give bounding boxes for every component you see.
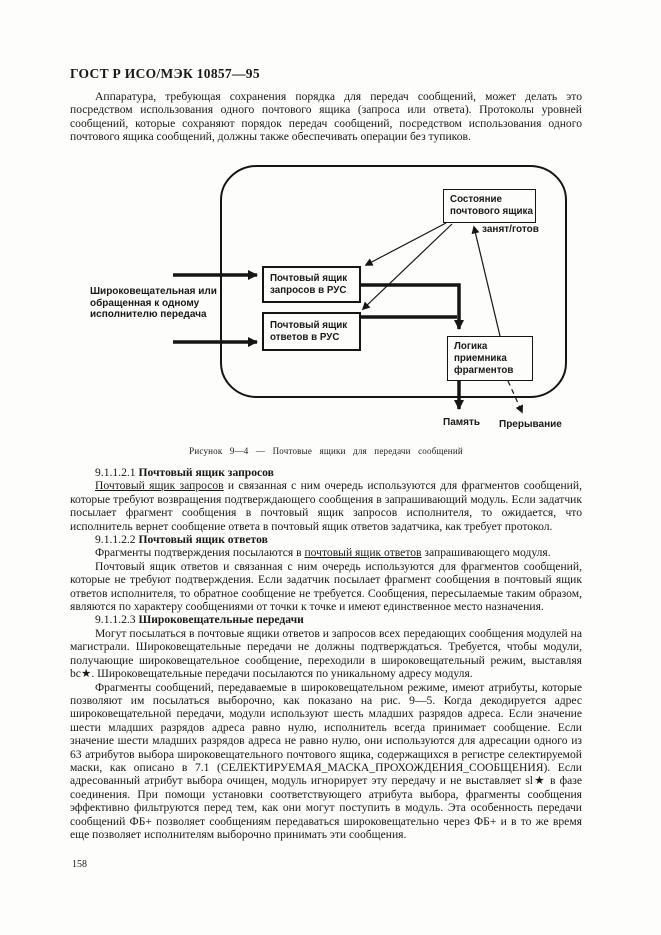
intro-paragraph: Аппаратура, требующая сохранения порядка… — [70, 90, 582, 144]
text-run: запрашивающего модуля. — [421, 546, 551, 560]
section-title: Почтовый ящик запросов — [138, 466, 274, 479]
label-busy-ready: занят/готов — [482, 224, 539, 235]
body-paragraph: Фрагменты сообщений, передаваемые в широ… — [70, 681, 582, 842]
box-mailbox-status: Состояние почтового ящика — [443, 189, 536, 223]
body-paragraph: Фрагменты подтверждения посылаются в поч… — [70, 546, 582, 559]
box-response-mailbox: Почтовый ящик ответов в РУС — [262, 312, 361, 351]
box-request-mailbox: Почтовый ящик запросов в РУС — [262, 266, 361, 303]
body-paragraph: Могут посылаться в почтовые ящики ответо… — [70, 627, 582, 681]
box-fragment-logic: Логика приемника фрагментов — [447, 336, 533, 381]
figure-caption: Рисунок 9—4 — Почтовые ящики для передач… — [189, 446, 463, 456]
figure-9-4: Состояние почтового ящика Почтовый ящик … — [0, 160, 661, 460]
section-heading: 9.1.1.2.3 Широковещательные передачи — [70, 613, 582, 626]
underlined-term: почтовый ящик ответов — [304, 546, 422, 560]
section-number: 9.1.1.2.1 — [95, 466, 139, 479]
text-run: Могут посылаться в почтовые ящики ответо… — [70, 626, 582, 681]
text-run: и связанная с ним очередь используются д… — [70, 479, 582, 533]
label-memory: Память — [443, 417, 481, 428]
underlined-term: Почтовый ящик запросов — [95, 479, 224, 493]
body-paragraph: Почтовый ящик запросов и связанная с ним… — [70, 479, 582, 533]
body-paragraph: Почтовый ящик ответов и связанная с ним … — [70, 560, 582, 614]
label-interrupt: Прерывание — [499, 419, 562, 430]
section-title: Почтовый ящик ответов — [138, 533, 268, 547]
arrow-logic-to-interrupt — [507, 380, 524, 414]
section-number: 9.1.1.2.2 — [95, 533, 139, 547]
section-title: Широковещательные передачи — [138, 613, 304, 627]
arrow-logic-to-status — [471, 225, 501, 337]
arrow-request-to-logic — [360, 283, 464, 330]
label-broadcast-input: Широковещательная или обращенная к одном… — [90, 286, 217, 320]
text-run: Фрагменты сообщений, передаваемые в широ… — [70, 680, 582, 841]
module-boundary — [220, 165, 567, 398]
arrow-status-to-response — [361, 223, 453, 311]
section-heading: 9.1.1.2.1 Почтовый ящик запросов — [70, 466, 582, 479]
page-number: 158 — [72, 859, 87, 870]
figure-arrows — [173, 165, 567, 414]
text-run: Почтовый ящик ответов и связанная с ним … — [70, 559, 582, 614]
text-run: Фрагменты подтверждения посылаются в — [95, 546, 305, 560]
section-number: 9.1.1.2.3 — [95, 613, 139, 627]
section-heading: 9.1.1.2.2 Почтовый ящик ответов — [70, 533, 582, 546]
document-standard-title: ГОСТ Р ИСО/МЭК 10857—95 — [70, 66, 260, 81]
arrow-status-to-request — [364, 222, 447, 266]
